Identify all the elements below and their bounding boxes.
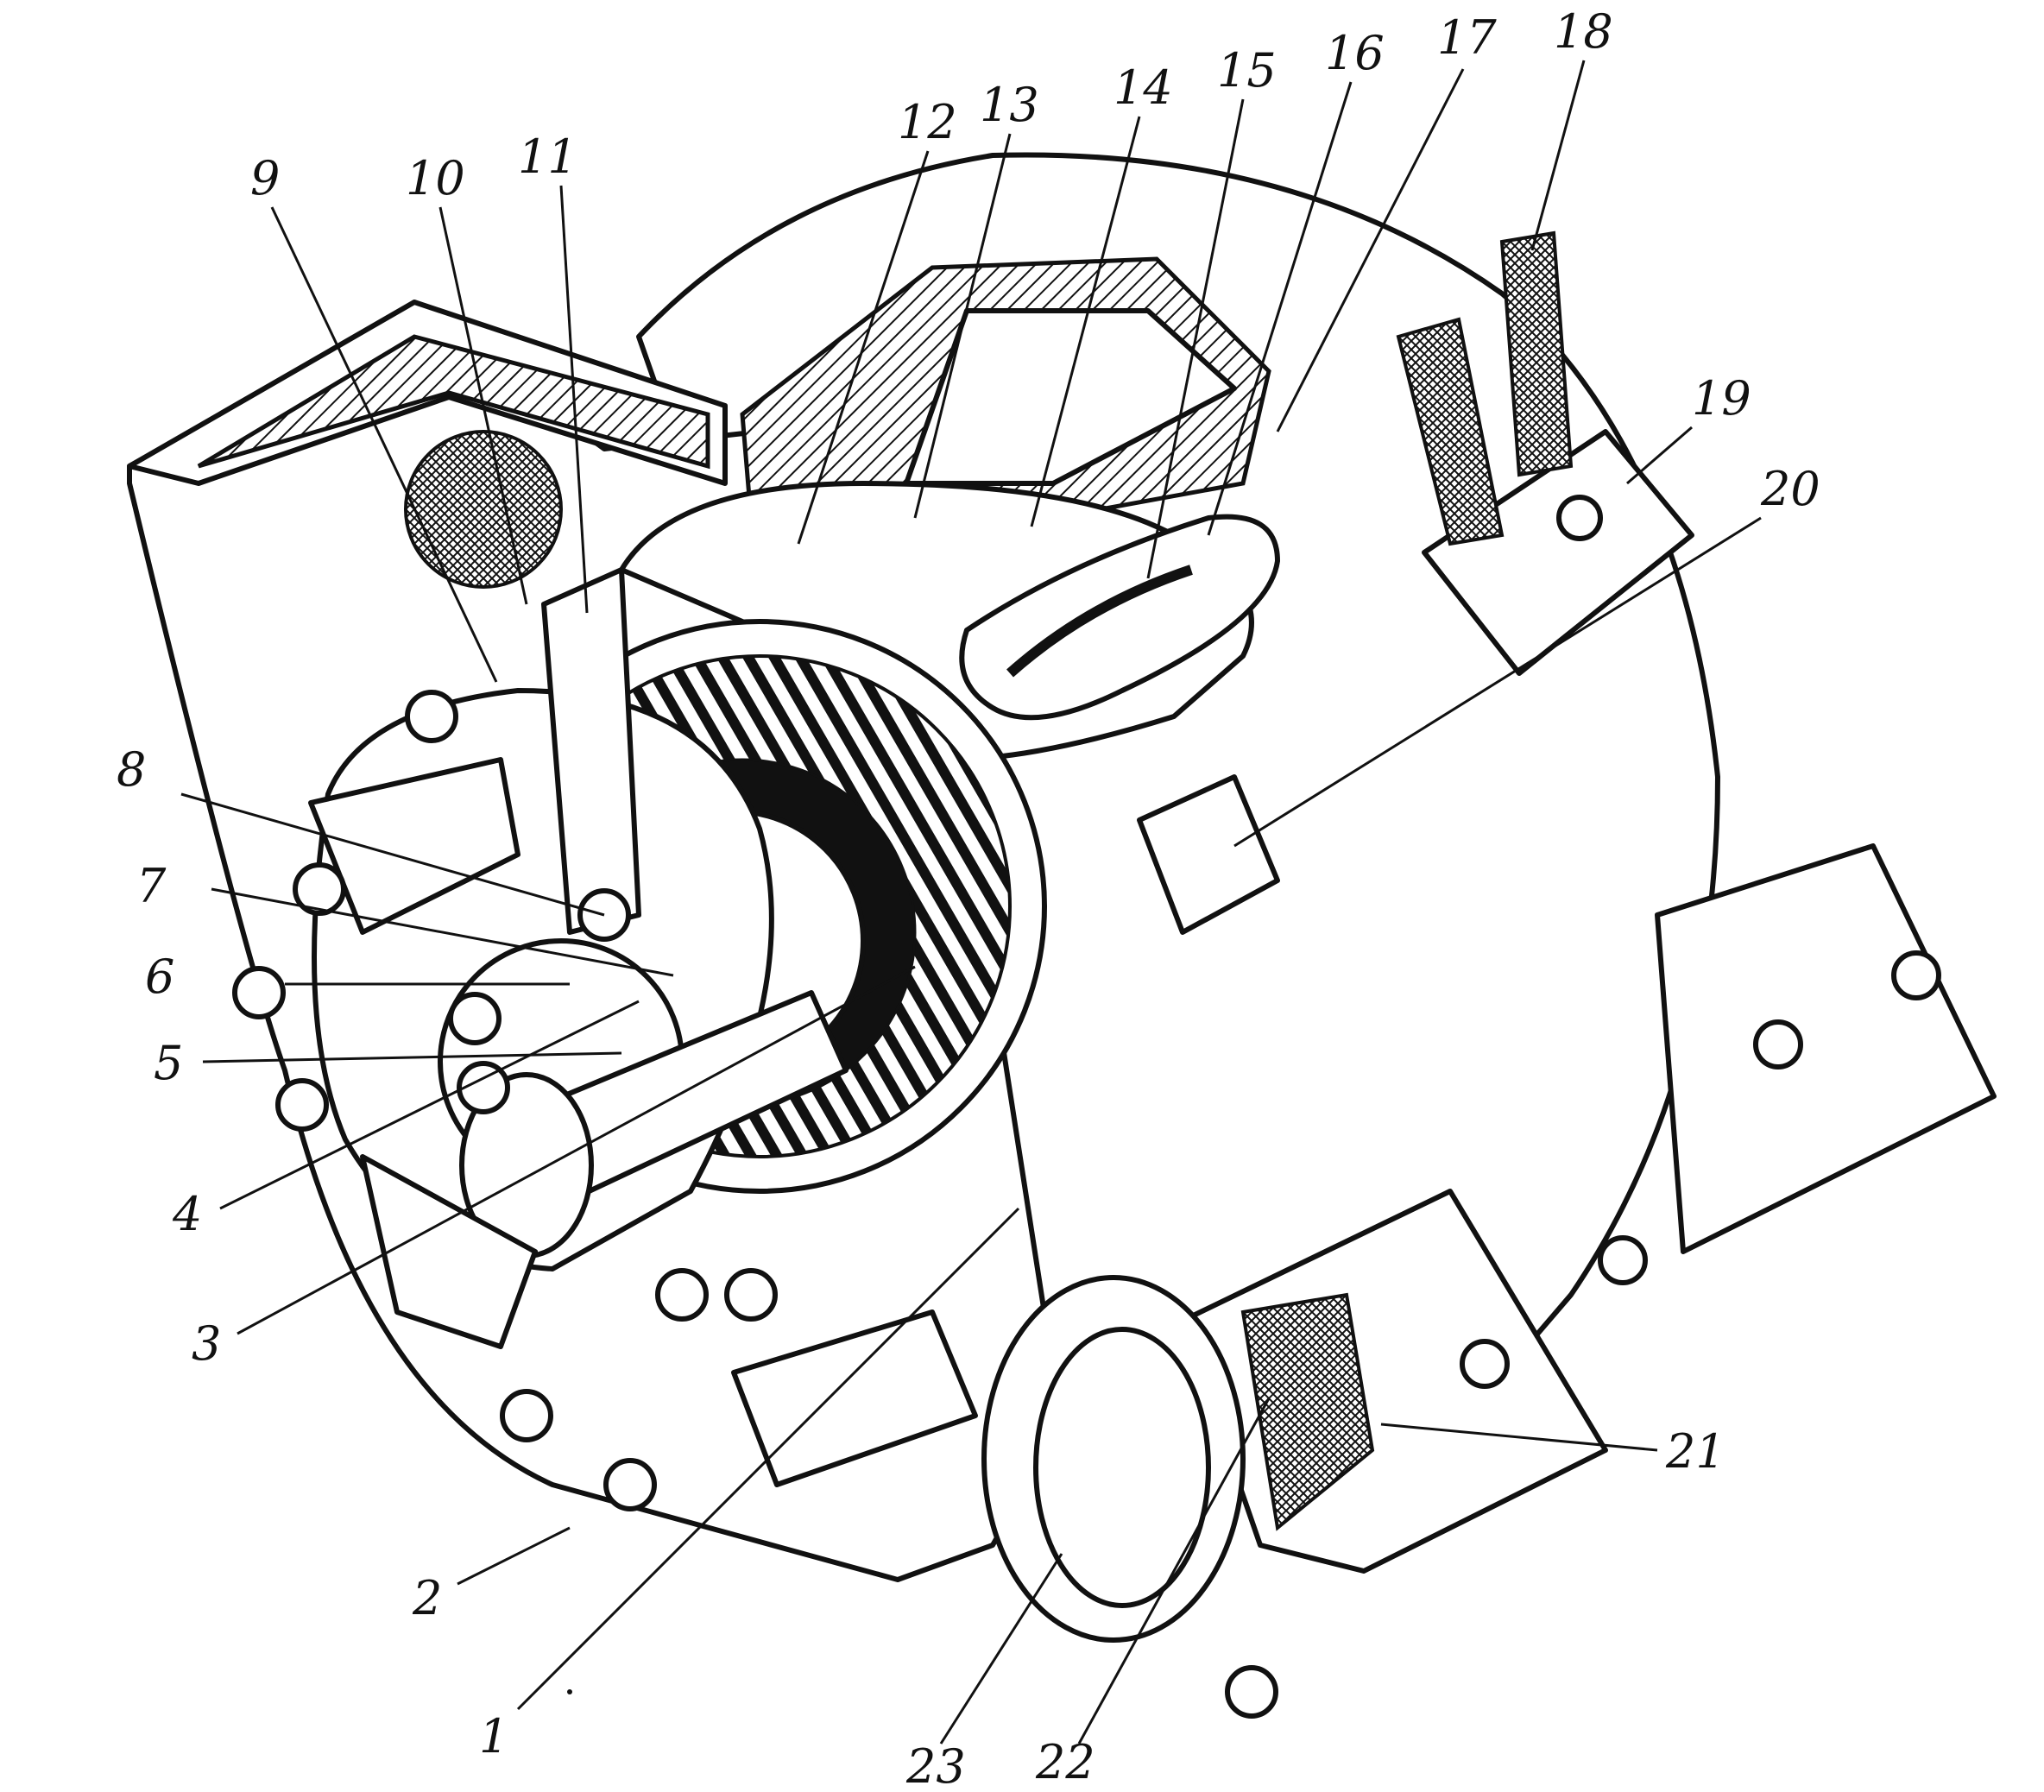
callout-1: 1 (479, 1709, 508, 1764)
main-pole-face (904, 308, 1237, 486)
callout-labels: 1 2 3 4 5 6 7 8 9 10 11 12 13 14 15 16 1… (117, 4, 1820, 1792)
callout-10: 10 (406, 151, 465, 205)
callout-7: 7 (136, 859, 167, 913)
callout-11: 11 (518, 129, 577, 184)
callout-18: 18 (1554, 4, 1613, 59)
callout-8: 8 (117, 742, 146, 797)
terminal-box-inner (197, 334, 710, 470)
callout-4: 4 (172, 1187, 202, 1241)
callout-20: 20 (1760, 462, 1820, 516)
callout-22: 22 (1035, 1735, 1095, 1789)
callout-9: 9 (250, 151, 280, 205)
flange-plate-bottom (731, 1309, 978, 1487)
suspension-bracket (1655, 843, 1997, 1254)
bolts (232, 495, 1941, 1719)
ink-dot (567, 1689, 572, 1694)
callout-3: 3 (192, 1316, 221, 1371)
leader-lines (180, 60, 1762, 1745)
pressure-finger (404, 430, 563, 589)
motor-drawing (127, 152, 1997, 1719)
callout-2: 2 (412, 1571, 442, 1625)
axle-ring-inner (1033, 1327, 1211, 1608)
callout-12: 12 (898, 95, 957, 149)
callout-5: 5 (154, 1036, 183, 1090)
callout-17: 17 (1437, 10, 1497, 65)
brush-bracket (541, 567, 641, 935)
callout-23: 23 (905, 1739, 966, 1792)
callout-13: 13 (980, 78, 1039, 132)
callout-6: 6 (145, 950, 174, 1004)
callout-15: 15 (1217, 43, 1277, 98)
coil-slot (1006, 565, 1193, 678)
brush-holder (1137, 774, 1280, 935)
callout-19: 19 (1692, 371, 1751, 426)
callout-14: 14 (1113, 60, 1173, 115)
flange-plate-lower (360, 1154, 538, 1349)
commutating-pole-coil (959, 514, 1280, 721)
brush-shunt (1240, 1292, 1375, 1531)
callout-16: 16 (1325, 26, 1385, 80)
lead-cable-left (1396, 317, 1505, 546)
callout-21: 21 (1665, 1424, 1725, 1479)
